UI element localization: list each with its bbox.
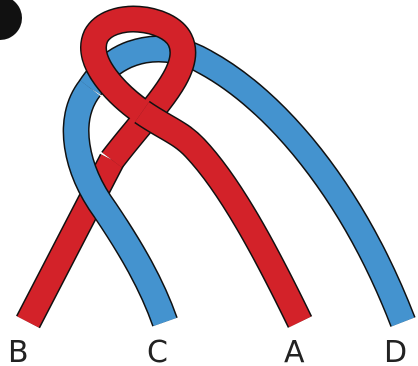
label-b: B bbox=[8, 335, 29, 366]
blue-strand-leg-to-c bbox=[64, 80, 177, 327]
red-strand-loop bbox=[81, 7, 195, 168]
label-d: D bbox=[384, 335, 407, 366]
label-a: A bbox=[284, 335, 305, 366]
red-strand-right-leg bbox=[135, 102, 311, 328]
label-c: C bbox=[147, 335, 168, 366]
blue-strand-arc-to-d bbox=[79, 36, 415, 327]
corner-mark bbox=[0, 0, 22, 40]
